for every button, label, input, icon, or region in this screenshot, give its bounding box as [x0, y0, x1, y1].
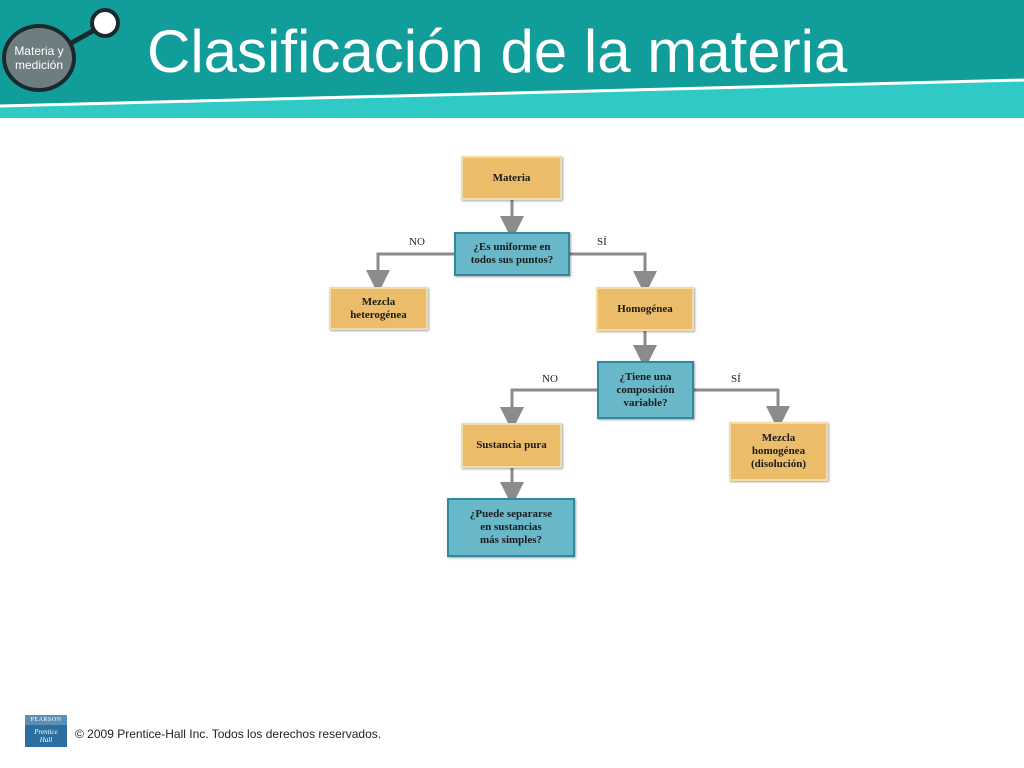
arrow-composicion-sustancia	[500, 388, 597, 431]
node-materia: Materia	[461, 156, 562, 200]
node-disolucion: Mezcla homogénea (disolución)	[729, 422, 828, 481]
edge-label-si-2: SÍ	[731, 373, 741, 385]
arrow-uniforme-heterogenea	[366, 252, 454, 294]
page-title: Clasificación de la materia	[147, 18, 848, 85]
edge-label-si-1: SÍ	[597, 236, 607, 248]
node-heterogenea: Mezcla heterogénea	[329, 287, 428, 330]
header-accent-band	[0, 78, 1024, 118]
node-separarse: ¿Puede separarse en sustancias más simpl…	[447, 498, 575, 557]
edge-label-no-2: NO	[542, 373, 558, 385]
node-composicion: ¿Tiene una composición variable?	[597, 361, 694, 419]
logo-dot-icon	[90, 8, 120, 38]
node-uniforme: ¿Es uniforme en todos sus puntos?	[454, 232, 570, 276]
pearson-logo: PEARSON Prentice Hall	[25, 715, 67, 747]
node-homogenea: Homogénea	[596, 287, 694, 331]
pearson-logo-bottom: Prentice Hall	[34, 728, 58, 744]
arrow-uniforme-homogenea	[570, 252, 657, 295]
copyright-notice: © 2009 Prentice-Hall Inc. Todos los dere…	[75, 727, 382, 741]
topic-badge-label: Materia y medición	[14, 44, 64, 72]
edge-label-no-1: NO	[409, 236, 425, 248]
topic-badge: Materia y medición	[2, 24, 76, 92]
arrow-composicion-disolucion	[694, 388, 790, 430]
pearson-logo-top: PEARSON	[25, 715, 67, 725]
slide-header: Materia y medición Clasificación de la m…	[0, 0, 1024, 118]
node-sustancia: Sustancia pura	[461, 423, 562, 468]
